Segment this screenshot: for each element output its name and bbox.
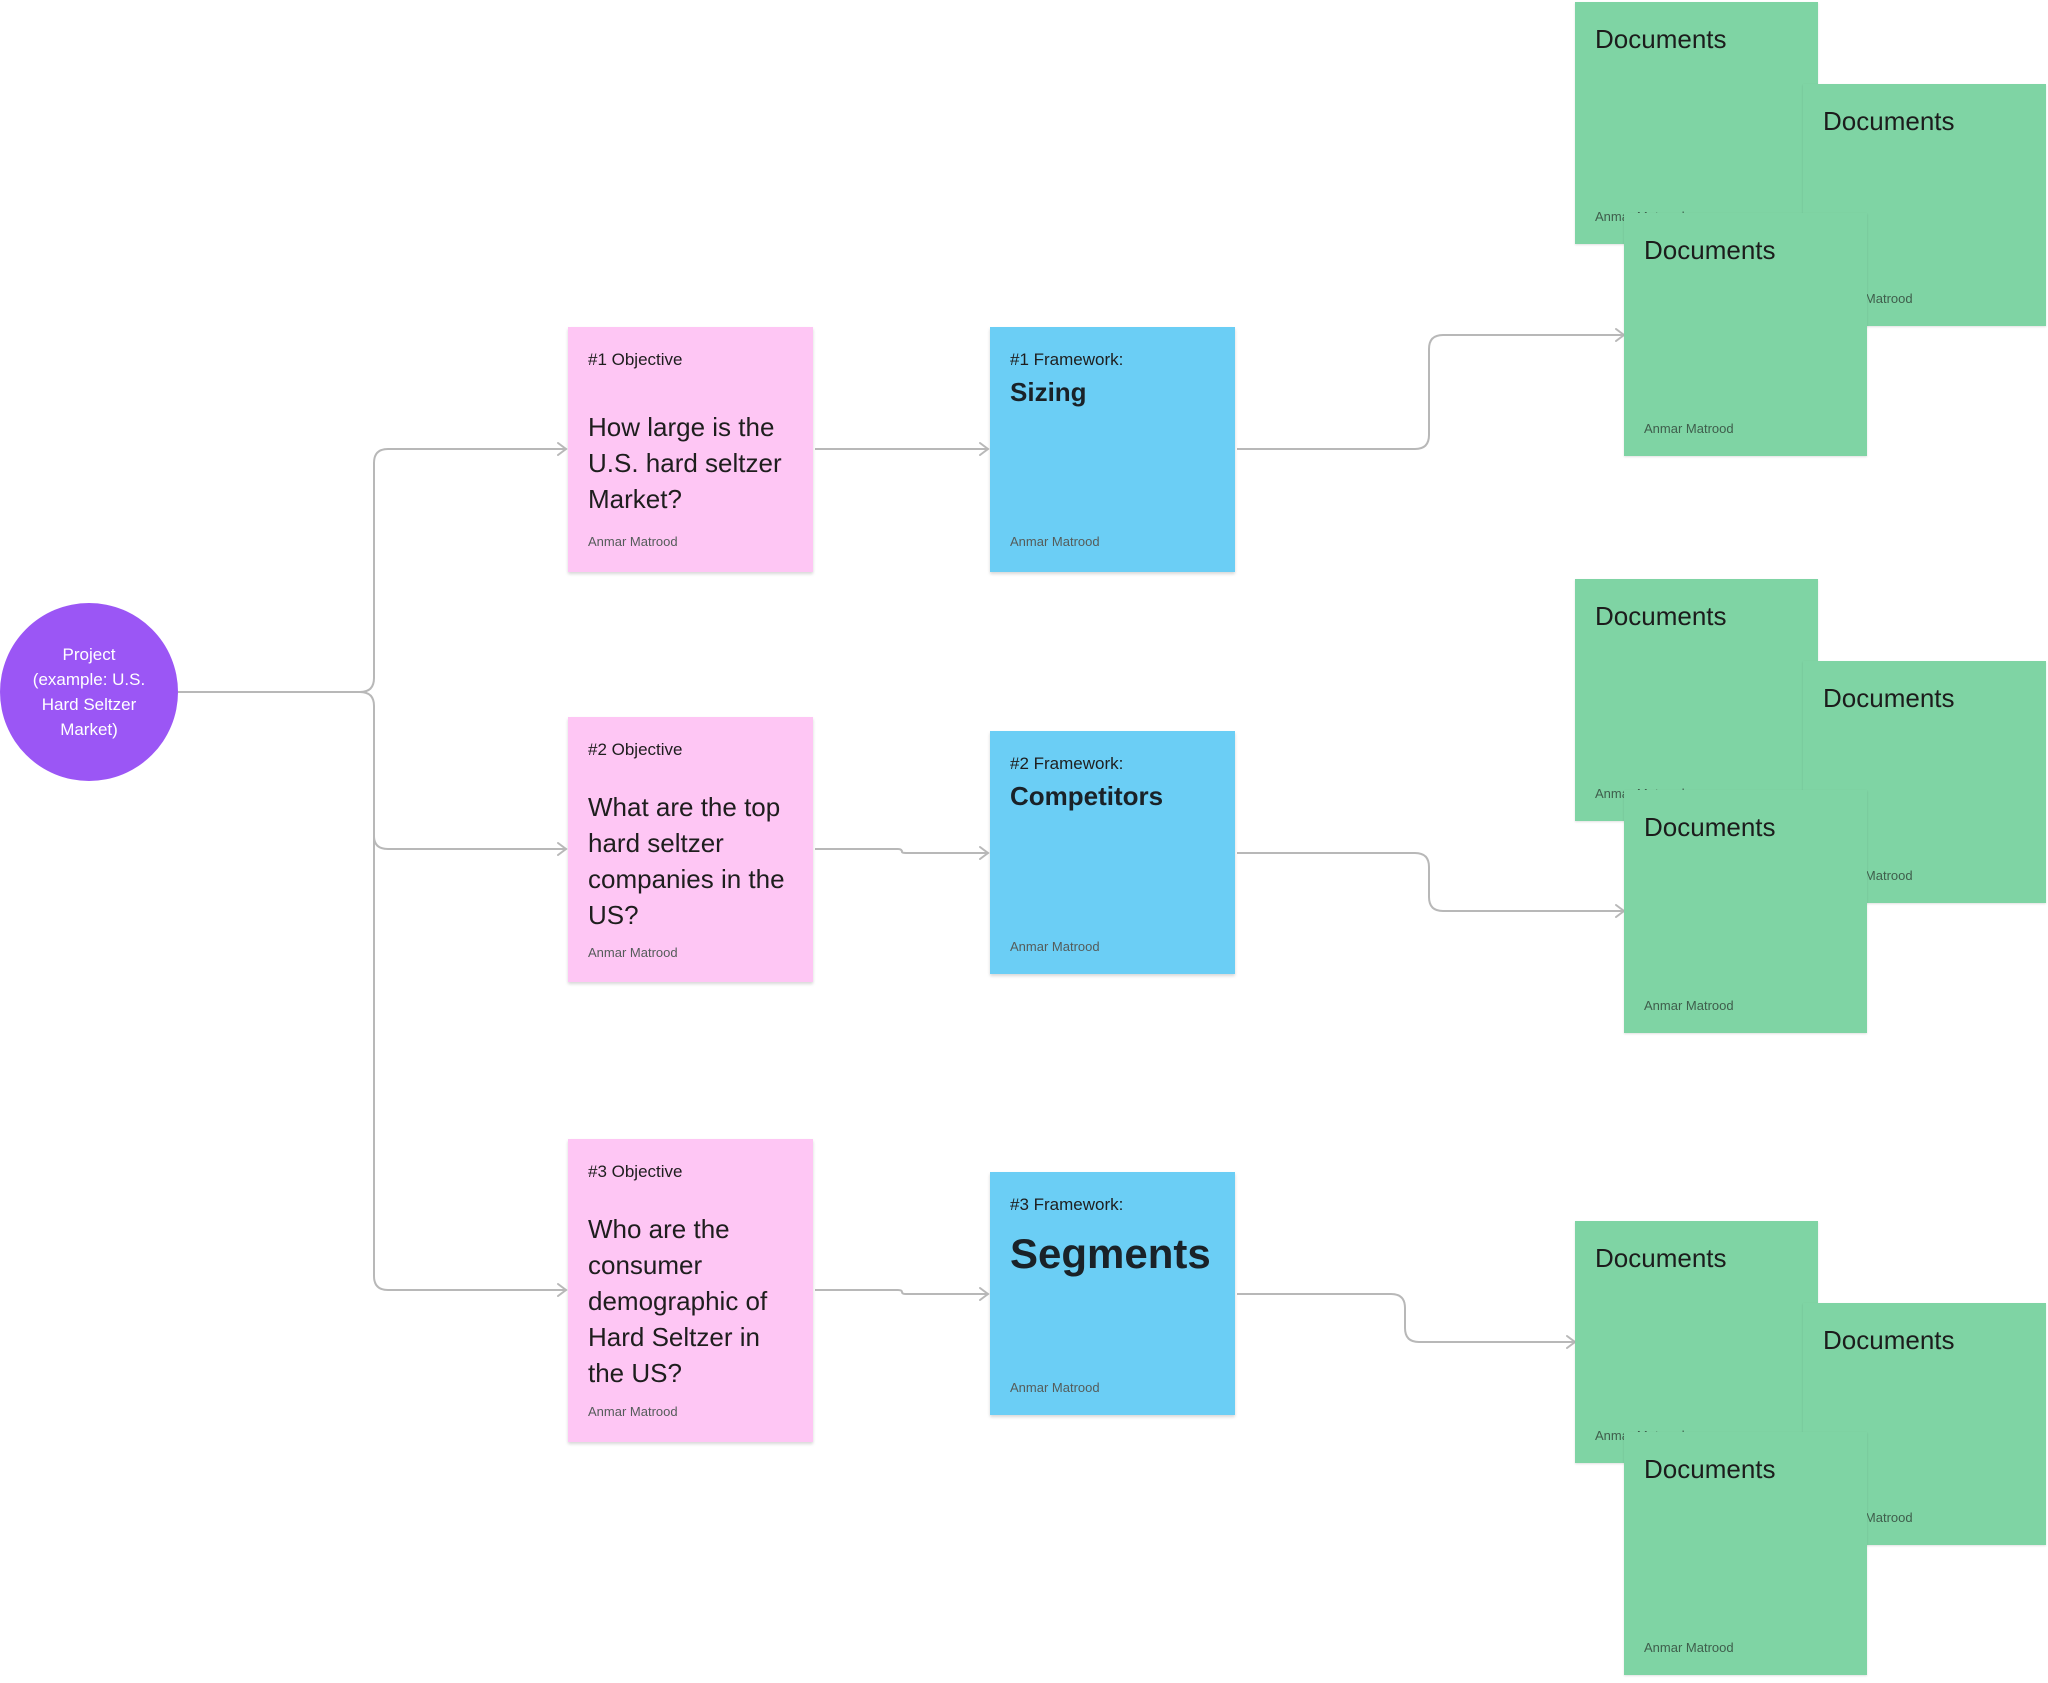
framework-1-sticky[interactable]: #1 Framework: Sizing Anmar Matrood [990,327,1235,572]
documents-2-back-title: Documents [1595,601,1727,631]
objective-1-sticky[interactable]: #1 Objective How large is the U.S. hard … [568,327,813,572]
documents-3-right-title: Documents [1823,1325,1955,1355]
objective-1-author: Anmar Matrood [588,534,678,549]
documents-2-right-title: Documents [1823,683,1955,713]
arrowhead-documents-3 [1566,1335,1577,1349]
objective-2-sticky[interactable]: #2 Objective What are the top hard seltz… [568,717,813,982]
documents-3-front-author: Anmar Matrood [1644,1640,1734,1655]
framework-2-title: Competitors [1010,781,1164,811]
framework-3-title: Segments [1010,1230,1211,1277]
framework-2-author: Anmar Matrood [1010,939,1100,954]
documents-2-front-author: Anmar Matrood [1644,998,1734,1013]
arrowhead-objective-1 [557,442,568,456]
documents-3-card-back[interactable]: Documents Anmar Matrood [1575,1221,1818,1463]
project-node[interactable]: Project (example: U.S. Hard Seltzer Mark… [0,603,178,781]
framework-1-label: #1 Framework: [1010,350,1124,369]
framework-1-title: Sizing [1010,377,1087,407]
documents-1-front-author: Anmar Matrood [1644,421,1734,436]
arrowhead-documents-2 [1615,904,1626,918]
objective-2-label: #2 Objective [588,740,683,759]
framework-3-author: Anmar Matrood [1010,1380,1100,1395]
documents-2-card-back[interactable]: Documents Anmar Matrood [1575,579,1818,821]
arrowhead-objective-2 [557,842,568,856]
objective-1-label: #1 Objective [588,350,683,369]
project-label: Project (example: U.S. Hard Seltzer Mark… [32,645,146,739]
framework-1-author: Anmar Matrood [1010,534,1100,549]
documents-1-card-front[interactable]: Documents Anmar Matrood [1624,213,1867,456]
arrowhead-objective-3 [557,1283,568,1297]
documents-3-back-title: Documents [1595,1243,1727,1273]
arrowhead-framework-2 [979,846,990,860]
objective-3-question: Who are the consumer demographic of Hard… [588,1214,768,1388]
framework-2-label: #2 Framework: [1010,754,1124,773]
framework-2-sticky[interactable]: #2 Framework: Competitors Anmar Matrood [990,731,1235,974]
arrowhead-framework-3 [979,1287,990,1301]
framework-3-label: #3 Framework: [1010,1195,1124,1214]
connector-objective-2-to-framework-2[interactable] [815,848,987,854]
objective-3-label: #3 Objective [588,1162,683,1181]
connector-project-to-objective-3[interactable] [373,836,565,1291]
objective-2-author: Anmar Matrood [588,945,678,960]
documents-1-back-title: Documents [1595,24,1727,54]
documents-1-right-title: Documents [1823,106,1955,136]
arrowhead-framework-1 [979,442,990,456]
documents-1-front-title: Documents [1644,235,1776,265]
connector-framework-1-to-documents-1[interactable] [1237,334,1623,450]
documents-2-front-title: Documents [1644,812,1776,842]
documents-3-card-front[interactable]: Documents Anmar Matrood [1624,1432,1867,1675]
connector-objective-3-to-framework-3[interactable] [815,1289,987,1295]
connector-framework-3-to-documents-3[interactable] [1237,1293,1574,1343]
connector-framework-2-to-documents-2[interactable] [1237,852,1623,912]
objective-3-sticky[interactable]: #3 Objective Who are the consumer demogr… [568,1139,813,1442]
documents-1-card-back[interactable]: Documents Anmar Matrood [1575,2,1818,244]
documents-3-front-title: Documents [1644,1454,1776,1484]
objective-3-author: Anmar Matrood [588,1404,678,1419]
connector-project-to-objective-2[interactable] [178,691,565,850]
connector-project-to-objective-1[interactable] [178,448,565,693]
arrowhead-documents-1 [1615,328,1626,342]
documents-2-card-front[interactable]: Documents Anmar Matrood [1624,790,1867,1033]
objective-2-question: What are the top hard seltzer companies … [588,792,785,930]
framework-3-sticky[interactable]: #3 Framework: Segments Anmar Matrood [990,1172,1235,1415]
objective-1-question: How large is the U.S. hard seltzer Marke… [588,412,782,514]
